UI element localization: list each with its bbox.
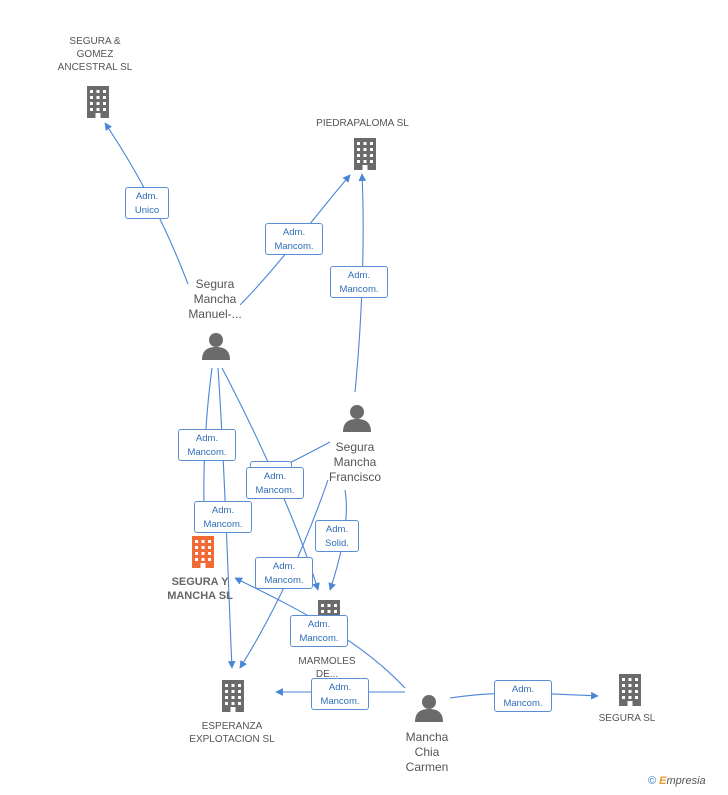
edge-role-box[interactable]: Adm. Mancom. bbox=[311, 678, 369, 710]
node-label-piedrapaloma[interactable]: PIEDRAPALOMA SL bbox=[316, 118, 409, 129]
edge-role-line2: Unico bbox=[134, 205, 160, 216]
edge-role-box[interactable]: Adm. Mancom. bbox=[290, 615, 348, 647]
edge-role-box[interactable]: Adm. Mancom. bbox=[330, 266, 388, 298]
edge-role-line1: Adm. bbox=[263, 471, 287, 482]
building-icon-segura-mancha[interactable] bbox=[192, 536, 214, 568]
edge-role-line2: Mancom. bbox=[299, 633, 339, 644]
edge-role-box[interactable]: Adm. Unico bbox=[125, 187, 169, 219]
edge-role-line2: Mancom. bbox=[255, 485, 295, 496]
edge-role-line1: Adm. bbox=[282, 227, 306, 238]
node-label-segura-sl[interactable]: SEGURA SL bbox=[598, 713, 656, 724]
building-icon-segura-sl[interactable] bbox=[619, 674, 641, 706]
node-label-carmen[interactable]: Mancha Chia Carmen bbox=[405, 730, 449, 774]
node-label-segura-gomez[interactable]: SEGURA & GOMEZ ANCESTRAL SL bbox=[57, 36, 133, 73]
brand-logo: Empresia bbox=[659, 775, 705, 787]
node-label-esperanza[interactable]: ESPERANZA EXPLOTACION SL bbox=[189, 721, 275, 745]
edge-role-line1: Adm. bbox=[511, 684, 535, 695]
edge-role-box[interactable]: Adm. Mancom. bbox=[178, 429, 236, 461]
edge-role-line1: Adm. bbox=[325, 524, 349, 535]
edge-role-line1: Adm. bbox=[272, 561, 296, 572]
edge-role-line2: Mancom. bbox=[274, 241, 314, 252]
edge-role-line2: Solid. bbox=[325, 538, 349, 549]
person-icon-francisco[interactable] bbox=[343, 405, 371, 432]
copyright-icon: © bbox=[648, 775, 657, 787]
edge-role-line1: Adm. bbox=[135, 191, 159, 202]
edge-role-line1: Adm. bbox=[195, 433, 219, 444]
person-icon-carmen[interactable] bbox=[415, 695, 443, 722]
edge-role-line1: Adm. bbox=[347, 270, 371, 281]
edge-role-line2: Mancom. bbox=[187, 447, 227, 458]
edge-role-line2: Mancom. bbox=[339, 284, 379, 295]
building-icon-esperanza[interactable] bbox=[222, 680, 244, 712]
edge-role-line1: Adm. bbox=[211, 505, 235, 516]
node-label-francisco[interactable]: Segura Mancha Francisco bbox=[328, 440, 381, 484]
edge-role-line1: Adm. bbox=[307, 619, 331, 630]
brand-name: mpresia bbox=[666, 775, 706, 787]
edge-role-line2: Mancom. bbox=[203, 519, 243, 530]
edge-role-box[interactable]: Adm. Mancom. bbox=[494, 680, 552, 712]
building-icon-piedrapaloma[interactable] bbox=[354, 138, 376, 170]
node-label-segura-mancha[interactable]: SEGURA Y MANCHA SL bbox=[167, 576, 233, 602]
edge-role-line2: Mancom. bbox=[320, 696, 360, 707]
edge-role-line2: Mancom. bbox=[264, 575, 304, 586]
node-label-manuel[interactable]: Segura Mancha Manuel-... bbox=[188, 277, 242, 321]
person-icon-manuel[interactable] bbox=[202, 333, 230, 360]
edge-role-box[interactable]: Adm. Solid. bbox=[315, 520, 359, 552]
edge-role-box[interactable]: Adm. Mancom. bbox=[265, 223, 323, 255]
node-label-marmoles[interactable]: MARMOLES DE... bbox=[298, 656, 356, 680]
edge-role-box[interactable]: Adm. Mancom. bbox=[194, 501, 252, 533]
edge-role-line1: Adm. bbox=[328, 682, 352, 693]
building-icon-segura-gomez[interactable] bbox=[87, 86, 109, 118]
edge-role-box[interactable]: Adm. Mancom. bbox=[246, 467, 304, 499]
brand-initial: E bbox=[659, 775, 667, 787]
edge-role-line2: Mancom. bbox=[503, 698, 543, 709]
brand-watermark: © Empresia bbox=[648, 775, 706, 787]
edge-role-box[interactable]: Adm. Mancom. bbox=[255, 557, 313, 589]
